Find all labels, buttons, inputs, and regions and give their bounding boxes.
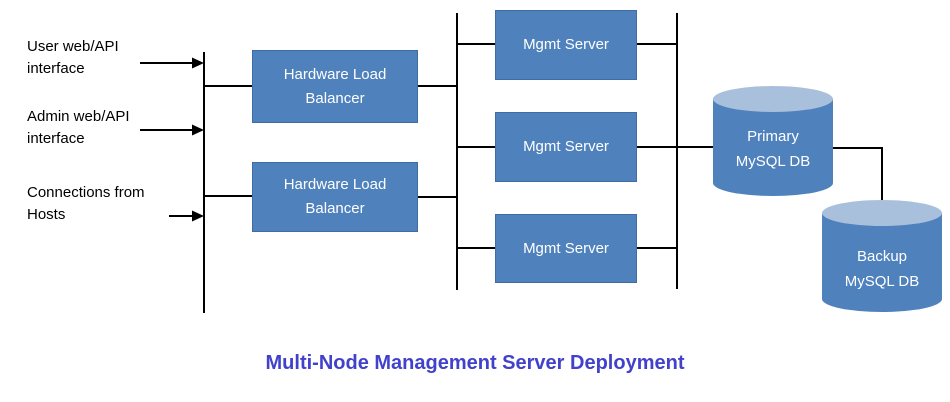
- input-label-admin-web-api: Admin web/API interface: [27, 108, 130, 147]
- diagram-title: Multi-Node Management Server Deployment: [265, 352, 685, 374]
- primary-db-cylinder: Primary MySQL DB: [713, 86, 833, 196]
- mgmt-server-2-node: Mgmt Server: [495, 112, 637, 182]
- cylinder-body: [713, 99, 833, 196]
- cylinder-top: [713, 86, 833, 112]
- mgmt-server-3-node: Mgmt Server: [495, 214, 637, 283]
- primary-to-backup-db-line: [833, 147, 883, 208]
- load-balancer-2-node: Hardware Load Balancer: [252, 162, 418, 232]
- arrow-connections-hosts: [169, 210, 204, 222]
- input-label-connections-hosts: Connections from Hosts: [27, 184, 145, 223]
- backup-db-label: Backup MySQL DB: [844, 248, 920, 290]
- cylinder-top: [822, 200, 942, 226]
- arrow-user-web-api: [140, 57, 204, 69]
- cylinder-body: [822, 213, 942, 312]
- backup-db-cylinder: Backup MySQL DB: [822, 200, 942, 312]
- load-balancer-1-node: Hardware Load Balancer: [252, 50, 418, 123]
- arrow-admin-web-api: [140, 124, 204, 136]
- primary-db-label: Primary MySQL DB: [735, 128, 811, 170]
- input-label-user-web-api: User web/API interface: [27, 38, 119, 77]
- mgmt-server-1-node: Mgmt Server: [495, 10, 637, 80]
